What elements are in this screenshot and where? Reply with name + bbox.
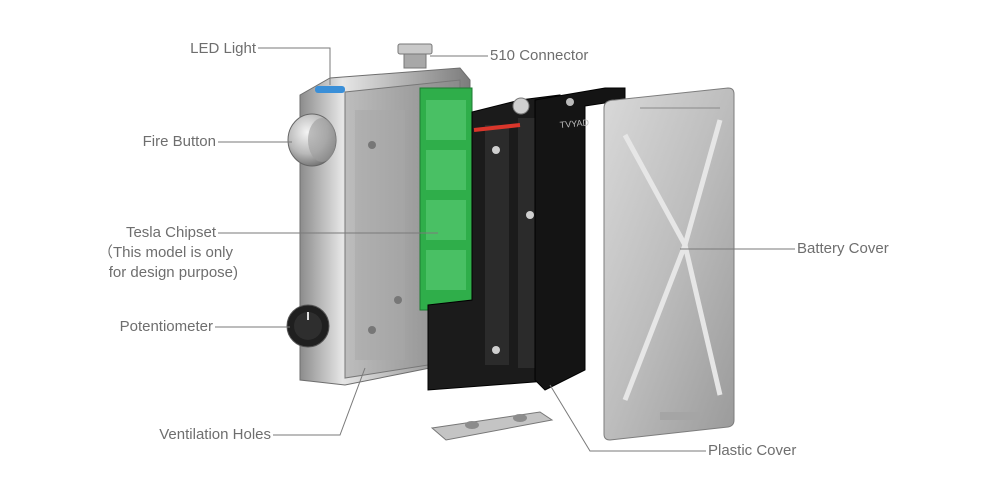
led-light bbox=[315, 86, 345, 93]
label-battery-cover: Battery Cover bbox=[797, 240, 889, 257]
label-potentiometer: Potentiometer bbox=[119, 318, 213, 335]
leader-lines bbox=[215, 47, 795, 452]
potentiometer bbox=[286, 304, 330, 348]
connector-510 bbox=[397, 43, 433, 69]
label-tesla-chipset: Tesla Chipset bbox=[125, 224, 216, 241]
leader-led-light bbox=[258, 47, 331, 85]
plastic-cover: TVYAD bbox=[534, 87, 626, 391]
label-fire-button: Fire Button bbox=[142, 133, 216, 150]
leader-plastic-cover bbox=[549, 384, 706, 452]
label-plastic-cover: Plastic Cover bbox=[708, 442, 797, 459]
label-chipset-note-line2: for design purpose) bbox=[108, 264, 238, 281]
label-ventilation-holes: Ventilation Holes bbox=[159, 426, 271, 443]
label-510-connector: 510 Connector bbox=[490, 47, 589, 64]
label-led-light: LED Light bbox=[190, 40, 256, 57]
battery-cover-panel bbox=[603, 87, 735, 441]
fire-button bbox=[287, 113, 337, 167]
bottom-plate bbox=[430, 411, 554, 441]
label-chipset-note-line1: （This model is only bbox=[97, 244, 233, 261]
leader-ventilation-holes bbox=[273, 367, 366, 436]
tesla-chipset bbox=[419, 87, 473, 311]
engraving-text: TVYAD bbox=[559, 117, 590, 130]
